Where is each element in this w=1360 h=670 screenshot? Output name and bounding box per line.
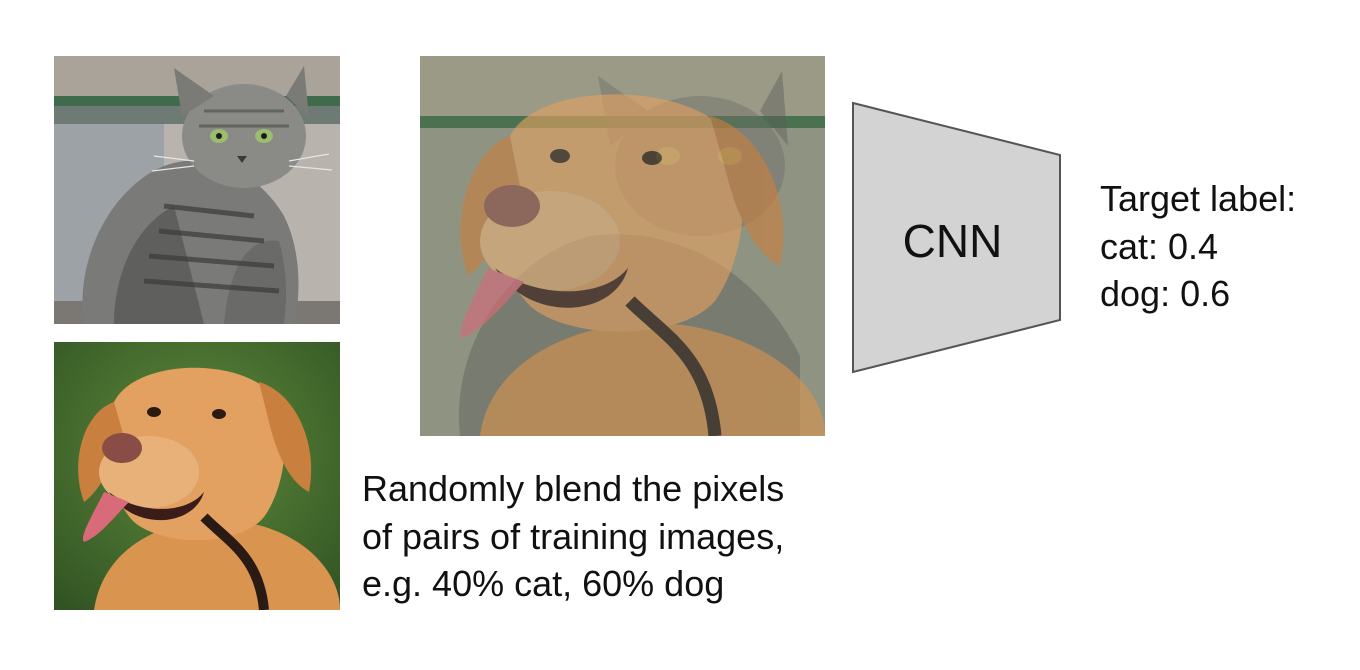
top-edge-clipped-text: [880, 0, 1360, 6]
dog-photo-illustration: [54, 342, 340, 610]
target-label-block: Target label: cat: 0.4 dog: 0.6: [1100, 175, 1296, 318]
caption-line-2: of pairs of training images,: [362, 515, 785, 557]
blended-photo-illustration: [420, 56, 825, 436]
blended-cat-dog-image: [420, 56, 825, 436]
target-label-heading: Target label:: [1100, 178, 1297, 219]
caption-text: Randomly blend the pixels of pairs of tr…: [362, 465, 784, 608]
cnn-trapezoid-shape: [852, 101, 1061, 374]
caption-line-3: e.g. 40% cat, 60% dog: [362, 563, 725, 605]
cnn-label: CNN: [902, 215, 1003, 267]
target-label-cat: cat: 0.4: [1100, 225, 1219, 267]
caption-line-1: Randomly blend the pixels: [362, 468, 785, 509]
dog-image: [54, 342, 340, 610]
cat-photo-illustration: [54, 56, 340, 324]
cat-image: [54, 56, 340, 324]
cnn-block: [850, 100, 1065, 375]
target-label-dog: dog: 0.6: [1100, 273, 1231, 315]
